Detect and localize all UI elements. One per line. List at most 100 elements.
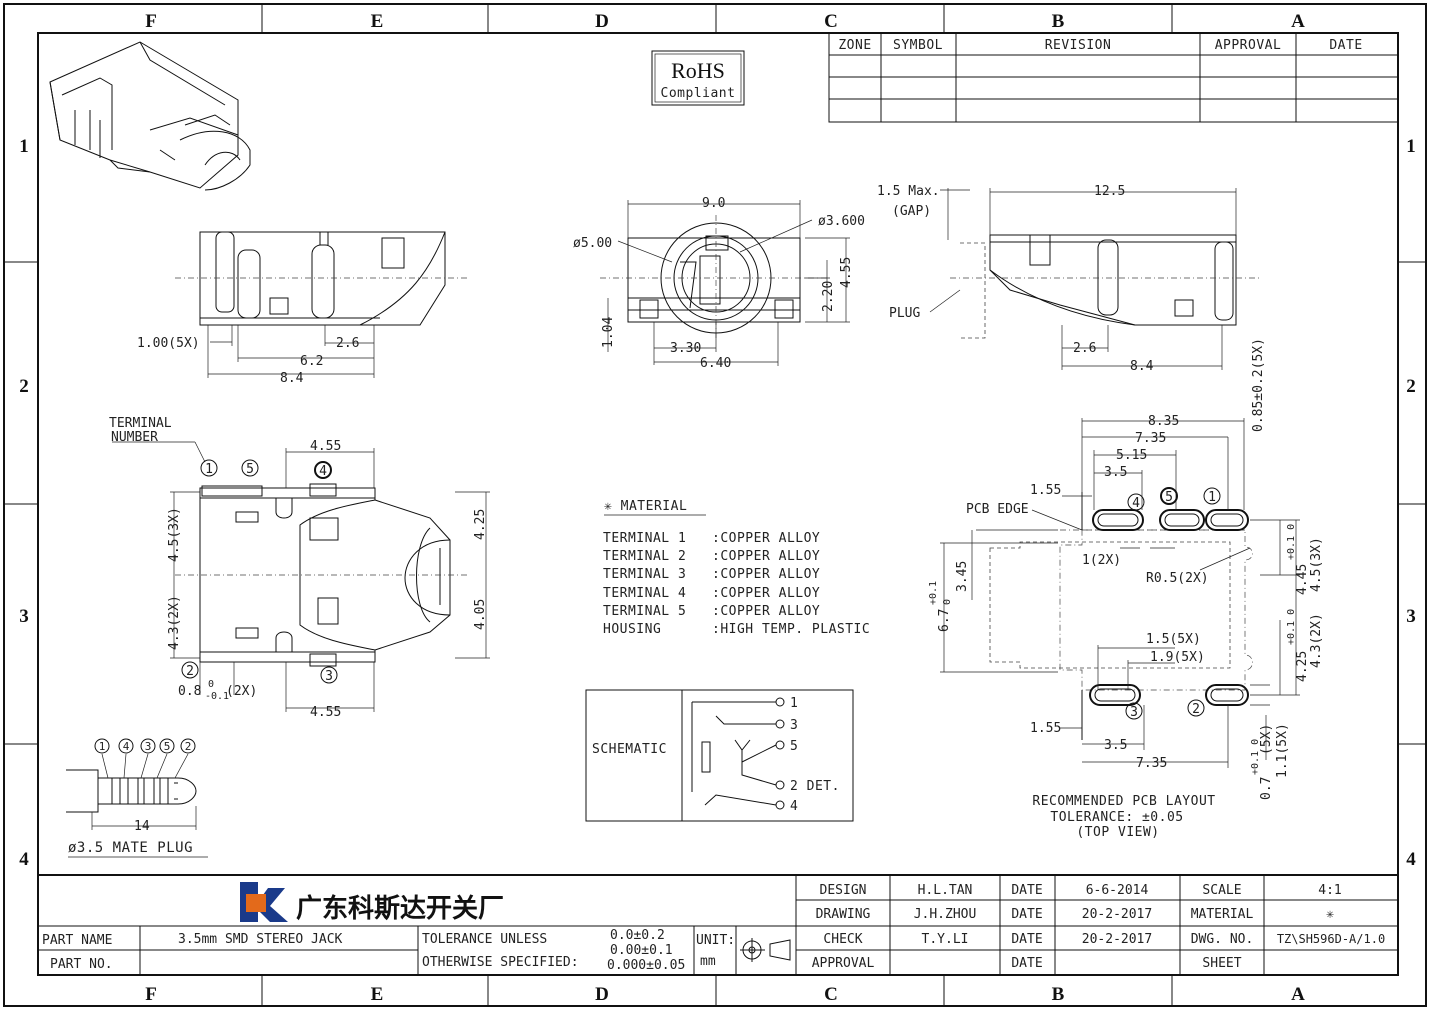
material-item-value: :COPPER ALLOY	[712, 586, 820, 601]
pcb-pin-label: 3	[1130, 705, 1138, 720]
end-view: 9.0 ø3.600 ø5.00 4.55 2.20 1.04 3.30 6.4…	[573, 196, 865, 371]
sheet-label: SHEET	[1202, 956, 1241, 971]
company-name: 广东科斯达开关厂	[296, 893, 504, 924]
revision-header: DATE	[1329, 38, 1362, 53]
schematic-pin: 3	[790, 718, 798, 733]
plug-pin-label: 1	[99, 740, 106, 753]
plug-pin-label: 5	[164, 740, 171, 753]
end-dim-b2: 6.40	[700, 356, 731, 371]
pcb-dim-16: 4.45	[1295, 564, 1310, 595]
schematic-pin: 1	[790, 696, 798, 711]
scale-label: SCALE	[1202, 883, 1241, 898]
column-label-bottom: B	[1052, 984, 1065, 1005]
pcb-dim-10: 1.5(5X)	[1146, 632, 1201, 647]
company-logo	[240, 882, 288, 922]
top-dim-top: 4.55	[310, 439, 341, 454]
pcb-dim-3: 5.15	[1116, 448, 1147, 463]
pcb-pin-label: 2	[1192, 702, 1200, 717]
rohs-title: RoHS	[671, 58, 725, 83]
column-label-top: A	[1291, 11, 1305, 32]
pcb-dim-15: 0.85±0.2(5X)	[1251, 338, 1266, 432]
column-label-top: F	[145, 11, 157, 32]
top-dim-left-1: 4.5(3X)	[167, 507, 182, 562]
schematic-pin: 2 DET.	[790, 779, 840, 794]
top-dim-left-2: 4.3(2X)	[167, 595, 182, 650]
revision-table: ZONE SYMBOL REVISION APPROVAL DATE	[828, 32, 1399, 123]
front-dim-1: 1.00(5X)	[137, 336, 200, 351]
top-dim-foot: 0.8	[178, 684, 201, 699]
pcb-dim-13: 3.5	[1104, 738, 1127, 753]
top-dim-right-2: 4.05	[473, 599, 488, 630]
column-label-bottom: A	[1291, 984, 1305, 1005]
material-item-value: :HIGH TEMP. PLASTIC	[712, 622, 870, 637]
pcb-dim-17: 4.5(3X)	[1309, 537, 1324, 592]
side-gap-label-2: (GAP)	[892, 204, 931, 219]
material-item-value: :COPPER ALLOY	[712, 549, 820, 564]
terminal-label: TERMINAL	[109, 416, 172, 431]
material-item-name: TERMINAL 3	[603, 567, 686, 582]
top-dim-foot-tol-up: 0	[208, 679, 214, 690]
pcb-dim-18: 4.25	[1295, 651, 1310, 682]
dwg-no-label: DWG. NO.	[1191, 932, 1254, 947]
top-pin-label: 3	[325, 669, 333, 684]
design-label: DESIGN	[820, 883, 867, 898]
top-view: 1 5 4 2 3 TERMINAL NUMBER 4.55 4.55 4.5(…	[109, 416, 490, 720]
material-title: ✳ MATERIAL	[604, 499, 687, 514]
top-pin-label: 1	[205, 462, 213, 477]
date-label: DATE	[1011, 907, 1042, 922]
pcb-dim-9-tol-dn: 0	[942, 599, 953, 605]
row-label-right: 1	[1406, 136, 1416, 157]
top-dim-bottom: 4.55	[310, 705, 341, 720]
tolerance-value-3: 0.000±0.05	[607, 958, 685, 973]
pcb-dim-20-count: (5X)	[1259, 724, 1274, 755]
side-view: 1.5 Max. (GAP) PLUG 12.5 2.6 8.4	[877, 184, 1260, 374]
date-label: DATE	[1011, 932, 1042, 947]
top-dim-foot-tol-dn: -0.1	[205, 691, 229, 702]
pcb-dim-9: 6.7	[937, 609, 952, 632]
end-dim-width: 9.0	[702, 196, 725, 211]
pcb-layout: 4 5 1 3 2 8.35 7.35 5.15 3.5 1.55 PCB ED…	[928, 338, 1324, 840]
design-date: 6-6-2014	[1086, 883, 1149, 898]
plug-dim-length: 14	[134, 819, 150, 834]
side-dim-b1: 2.6	[1073, 341, 1096, 356]
top-pin-label: 5	[246, 462, 254, 477]
plug-pin-label: 2	[185, 740, 192, 753]
pcb-dim-8: 3.45	[955, 561, 970, 592]
pcb-dim-20: 0.7	[1259, 777, 1274, 800]
material-item-name: TERMINAL 1	[603, 531, 686, 546]
date-label: DATE	[1011, 956, 1042, 971]
row-label-left: 1	[19, 136, 29, 157]
material-item-value: :COPPER ALLOY	[712, 567, 820, 582]
pcb-dim-1: 8.35	[1148, 414, 1179, 429]
pcb-dim-19: 4.3(2X)	[1309, 613, 1324, 668]
pcb-dim-7: R0.5(2X)	[1146, 571, 1209, 586]
pcb-dim-16-tol: +0.1 0	[1286, 524, 1297, 560]
row-label-right: 3	[1406, 606, 1416, 627]
pcb-dim-4: 3.5	[1104, 465, 1127, 480]
material-item-name: TERMINAL 2	[603, 549, 686, 564]
tolerance-label-1: TOLERANCE UNLESS	[422, 932, 547, 947]
material-item-name: HOUSING	[603, 622, 661, 637]
pcb-dim-9-tol-up: +0.1	[928, 581, 939, 605]
row-label-right: 4	[1406, 849, 1416, 870]
front-dim-3: 6.2	[300, 354, 323, 369]
pcb-dim-20-tol: +0.1 0	[1250, 739, 1261, 775]
column-label-top: E	[371, 11, 384, 32]
pcb-dim-5: 1.55	[1030, 483, 1061, 498]
part-name-label: PART NAME	[42, 933, 112, 948]
end-dim-hole: ø3.600	[818, 214, 865, 229]
schematic-label: SCHEMATIC	[592, 742, 667, 757]
tolerance-value-2: 0.00±0.1	[610, 943, 673, 958]
material-label: MATERIAL	[1191, 907, 1254, 922]
column-label-bottom: E	[371, 984, 384, 1005]
pcb-pin-label: 5	[1165, 490, 1173, 505]
mate-plug: 1 4 3 5 2 14 ø3.5 MATE PLUG	[66, 738, 208, 858]
front-dim-4: 8.4	[280, 371, 304, 386]
drawing-label: DRAWING	[816, 907, 871, 922]
side-dim-top: 12.5	[1094, 184, 1125, 199]
pcb-pin-label: 4	[1132, 496, 1140, 511]
schematic-pin: 5	[790, 739, 798, 754]
column-label-bottom: F	[145, 984, 157, 1005]
side-gap-label: 1.5 Max.	[877, 184, 940, 199]
terminal-label-2: NUMBER	[111, 430, 158, 445]
